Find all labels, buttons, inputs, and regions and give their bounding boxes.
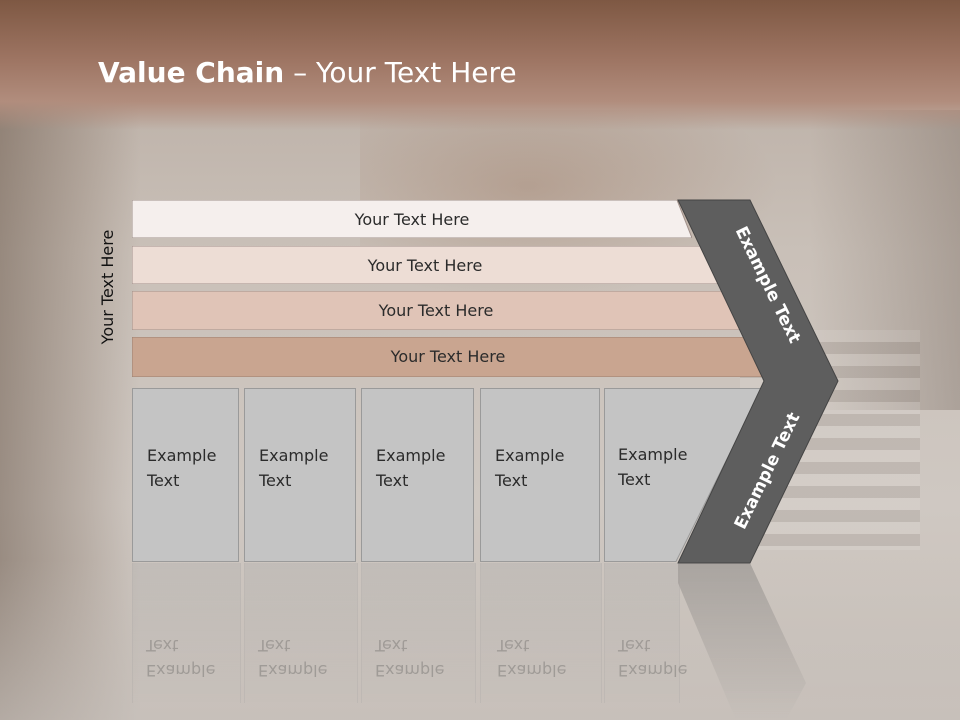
bar-4: Your Text Here	[132, 337, 764, 377]
activity-cell-1: Example Text	[132, 388, 239, 562]
cell-3-line1: Example	[376, 446, 446, 465]
title-rest: – Your Text Here	[284, 56, 517, 89]
bar-2: Your Text Here	[132, 246, 718, 284]
cell-5-line2: Text	[618, 470, 651, 489]
value-chain-chevron: Example Text Example Text	[676, 199, 842, 569]
activity-cell-4: Example Text	[480, 388, 600, 562]
bar-1-label: Your Text Here	[354, 209, 470, 229]
bar-4-label: Your Text Here	[390, 346, 506, 366]
bar-4-shape	[132, 337, 764, 377]
cell-2-line1: Example	[259, 446, 329, 465]
header-band: Value Chain – Your Text Here	[0, 0, 960, 130]
bar-2-label: Your Text Here	[367, 255, 483, 275]
activity-cell-5: Example Text	[604, 388, 764, 562]
bar-1-shape	[132, 200, 692, 238]
bar-2-shape	[132, 246, 718, 284]
cell-2-line2: Text	[259, 471, 292, 490]
activity-cell-3: Example Text	[361, 388, 474, 562]
side-label: Your Text Here	[98, 229, 117, 345]
cell-4-line1: Example	[495, 446, 565, 465]
activity-cell-2: Example Text	[244, 388, 356, 562]
cell-5-shape	[604, 388, 763, 562]
slide-title: Value Chain – Your Text Here	[98, 56, 517, 89]
cell-1-line2: Text	[147, 471, 180, 490]
cell-3-line2: Text	[376, 471, 409, 490]
bar-3-shape	[132, 291, 740, 330]
title-bold: Value Chain	[98, 56, 285, 89]
bar-1: Your Text Here	[132, 200, 692, 238]
cell-1-line1: Example	[147, 446, 217, 465]
cell-5-line1: Example	[618, 445, 688, 464]
cell-4-line2: Text	[495, 471, 528, 490]
bar-3-label: Your Text Here	[378, 300, 494, 320]
bar-3: Your Text Here	[132, 291, 740, 330]
